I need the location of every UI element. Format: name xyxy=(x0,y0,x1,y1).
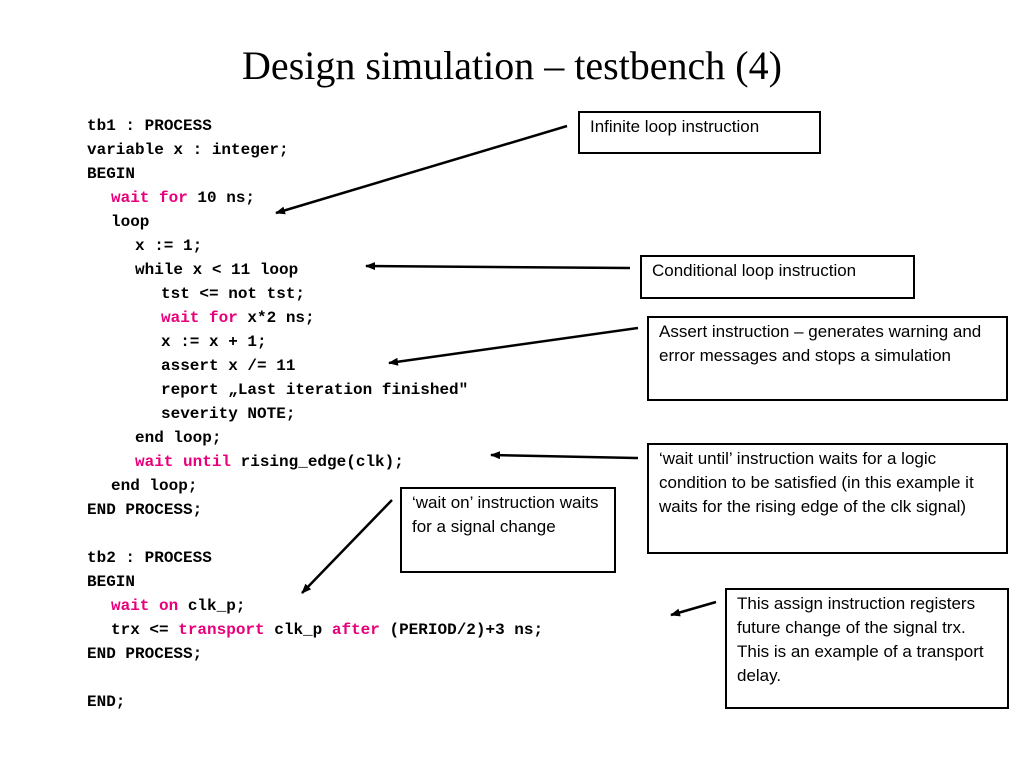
callout-transport: This assign instruction registers future… xyxy=(725,588,1009,709)
code-line: end loop; xyxy=(87,474,543,498)
code-line: END PROCESS; xyxy=(87,642,543,666)
code-line: report „Last iteration finished" xyxy=(87,378,543,402)
code-text: variable x : integer; xyxy=(87,141,289,159)
slide-title: Design simulation – testbench (4) xyxy=(242,43,782,88)
callout-conditional-loop: Conditional loop instruction xyxy=(640,255,915,299)
code-line: BEGIN xyxy=(87,570,543,594)
code-line: tb1 : PROCESS xyxy=(87,114,543,138)
arrow-infinite-loop xyxy=(275,124,568,215)
code-text: assert x /= 11 xyxy=(161,357,296,375)
code-line: tb2 : PROCESS xyxy=(87,546,543,570)
arrow-wait-on xyxy=(301,499,393,594)
code-line: wait until rising_edge(clk); xyxy=(87,450,543,474)
code-line: end loop; xyxy=(87,426,543,450)
code-text: END PROCESS; xyxy=(87,501,203,519)
code-line: assert x /= 11 xyxy=(87,354,543,378)
code-line: END; xyxy=(87,690,543,714)
code-text: (PERIOD/2)+3 ns; xyxy=(379,621,544,639)
code-line: BEGIN xyxy=(87,162,543,186)
arrow-assert xyxy=(388,326,639,366)
code-text: trx <= xyxy=(111,621,179,639)
arrow-conditional-loop xyxy=(365,262,631,271)
code-text: clk_p; xyxy=(178,597,246,615)
code-text: x := 1; xyxy=(135,237,203,255)
code-text: END PROCESS; xyxy=(87,645,203,663)
code-text: tst <= not tst; xyxy=(161,285,306,303)
code-keyword: wait for xyxy=(111,189,188,207)
code-line: trx <= transport clk_p after (PERIOD/2)+… xyxy=(87,618,543,642)
callout-assert: Assert instruction – generates warning a… xyxy=(647,316,1008,401)
callout-wait-on: ‘wait on’ instruction waits for a signal… xyxy=(400,487,616,573)
callout-infinite-loop: Infinite loop instruction xyxy=(578,111,821,154)
code-text: end loop; xyxy=(135,429,222,447)
code-line: x := 1; xyxy=(87,234,543,258)
code-text: tb2 : PROCESS xyxy=(87,549,212,567)
code-line: wait for x*2 ns; xyxy=(87,306,543,330)
code-text: tb1 : PROCESS xyxy=(87,117,212,135)
code-line: severity NOTE; xyxy=(87,402,543,426)
code-line: x := x + 1; xyxy=(87,330,543,354)
code-text: rising_edge(clk); xyxy=(231,453,404,471)
code-text: loop xyxy=(111,213,150,231)
arrow-transport xyxy=(670,600,717,617)
code-line: while x < 11 loop xyxy=(87,258,543,282)
code-text: severity NOTE; xyxy=(161,405,296,423)
code-line: variable x : integer; xyxy=(87,138,543,162)
arrow-wait-until xyxy=(490,451,639,460)
code-line: loop xyxy=(87,210,543,234)
code-text: BEGIN xyxy=(87,165,136,183)
code-keyword: wait on xyxy=(111,597,179,615)
code-line: tst <= not tst; xyxy=(87,282,543,306)
code-listing: tb1 : PROCESS variable x : integer; BEGIN w… xyxy=(87,114,543,714)
code-keyword: wait until xyxy=(135,453,232,471)
code-text: clk_p xyxy=(264,621,332,639)
code-keyword: wait for xyxy=(161,309,238,327)
code-text: BEGIN xyxy=(87,573,136,591)
code-text: report „Last iteration finished" xyxy=(161,381,469,399)
code-keyword: transport xyxy=(178,621,265,639)
code-text: 10 ns; xyxy=(187,189,256,207)
code-text: while x < 11 loop xyxy=(135,261,299,279)
callout-wait-until: ‘wait until’ instruction waits for a log… xyxy=(647,443,1008,554)
code-text: end loop; xyxy=(111,477,198,495)
code-text: END; xyxy=(87,693,126,711)
code-text: x := x + 1; xyxy=(161,333,267,351)
code-line: wait for 10 ns; xyxy=(87,186,543,210)
code-line: wait on clk_p; xyxy=(87,594,543,618)
code-text: x*2 ns; xyxy=(237,309,315,327)
code-keyword: after xyxy=(331,621,380,639)
code-line: END PROCESS; xyxy=(87,498,543,522)
